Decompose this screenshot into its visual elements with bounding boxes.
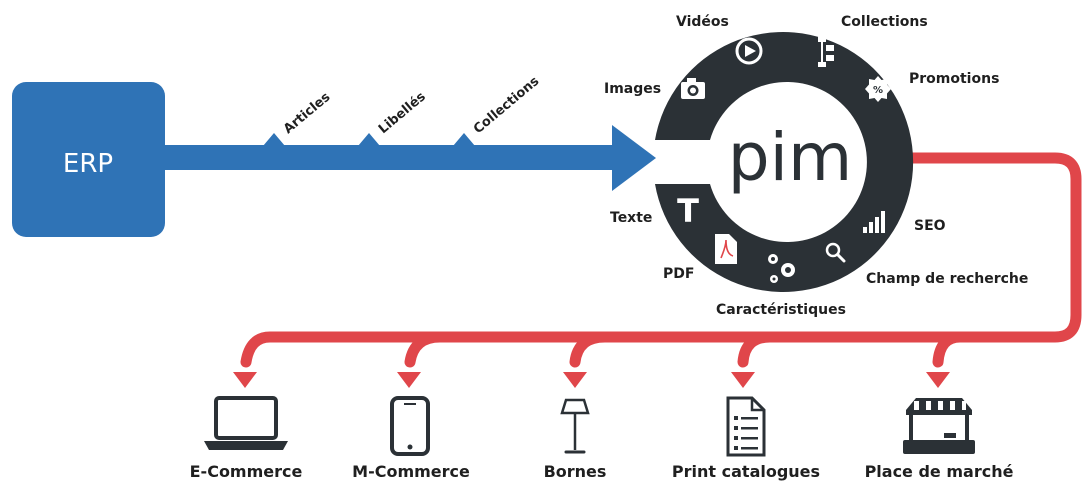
flow-tag-collections: Collections <box>471 74 543 137</box>
kiosk-lamp-icon <box>560 398 590 454</box>
feature-label-images: Images <box>604 81 661 97</box>
text-format-icon: T <box>677 192 699 230</box>
arrowhead-ecommerce <box>233 372 257 388</box>
channel-label-bornes: Bornes <box>544 462 607 481</box>
arrowhead-print <box>731 372 755 388</box>
pdf-icon <box>715 234 737 264</box>
output-pipe <box>240 152 1082 368</box>
arrowhead-bornes <box>563 372 587 388</box>
channel-label-ecommerce: E-Commerce <box>190 462 303 481</box>
camera-icon <box>681 78 705 99</box>
feature-label-texte: Texte <box>610 210 652 226</box>
erp-flow-shaft <box>160 145 615 170</box>
laptop-icon <box>204 396 288 450</box>
feature-label-champ: Champ de recherche <box>866 271 1028 287</box>
erp-box <box>12 82 165 237</box>
market-stall-icon <box>903 398 975 454</box>
feature-label-collections: Collections <box>841 14 928 30</box>
channel-label-mcommerce: M-Commerce <box>352 462 470 481</box>
smartphone-icon <box>390 396 430 456</box>
svg-text:%: % <box>873 85 883 96</box>
pim-ring <box>655 32 914 292</box>
svg-text:T: T <box>677 192 699 230</box>
feature-label-pdf: PDF <box>663 266 694 282</box>
erp-flow-arrowhead <box>612 125 656 191</box>
catalogue-document-icon <box>726 396 766 457</box>
magnifier-icon <box>825 242 846 263</box>
feature-label-promotions: Promotions <box>909 71 999 87</box>
bar-chart-icon <box>863 211 885 233</box>
flow-tag-articles: Articles <box>281 89 334 137</box>
flow-tag-libelles: Libellés <box>376 89 429 137</box>
hierarchy-icon <box>818 36 834 67</box>
promotion-badge-icon: % <box>865 76 891 102</box>
arrowhead-place <box>926 372 950 388</box>
output-arrowheads <box>233 372 950 388</box>
feature-label-seo: SEO <box>914 218 946 234</box>
flow-tag-markers <box>263 133 475 146</box>
channel-label-print: Print catalogues <box>672 462 820 481</box>
pim-label: pim <box>728 119 853 196</box>
feature-label-caracteristiques: Caractéristiques <box>716 302 846 318</box>
channel-label-place: Place de marché <box>865 462 1014 481</box>
arrowhead-mcommerce <box>397 372 421 388</box>
erp-label: ERP <box>63 149 113 179</box>
feature-label-videos: Vidéos <box>676 14 729 30</box>
gears-icon <box>768 254 795 283</box>
play-icon <box>735 37 763 65</box>
